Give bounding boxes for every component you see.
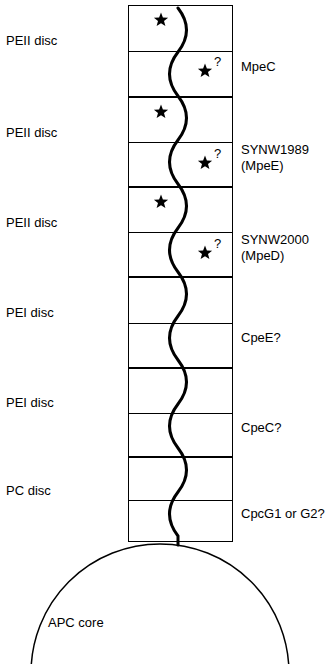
core-outline: [30, 543, 290, 664]
linker-label: CpeC?: [241, 420, 327, 436]
chromophore-star: [154, 195, 168, 209]
phycobilisome-disc: PC discCpcG1 or G2?: [128, 457, 233, 542]
disc-divider: [129, 500, 232, 501]
phycobilisome-disc: PEII discSYNW2000 (MpeD): [128, 187, 233, 277]
phycobilisome-disc: PEII discSYNW1989 (MpeE): [128, 97, 233, 187]
disc-divider: [129, 142, 232, 143]
linker-label: CpcG1 or G2?: [241, 506, 327, 522]
uncertain-mark: ?: [214, 54, 221, 70]
uncertain-mark: ?: [214, 146, 221, 162]
disc-divider: [129, 323, 232, 324]
chromophore-star: [198, 156, 212, 170]
phycobilisome-disc: PEII discMpeC: [128, 5, 233, 97]
disc-label: PEII disc: [6, 33, 57, 49]
linker-label: MpeC: [241, 59, 327, 75]
phycobilisome-disc: PEI discCpeE?: [128, 277, 233, 368]
disc-label: PEII disc: [6, 125, 57, 141]
disc-divider: [129, 232, 232, 233]
disc-divider: [129, 413, 232, 414]
apc-core: APC core: [30, 543, 290, 664]
disc-divider: [129, 51, 232, 52]
disc-label: PEI disc: [6, 395, 54, 411]
linker-label: CpeE?: [241, 330, 327, 346]
linker-label: SYNW1989 (MpeE): [241, 142, 327, 174]
chromophore-star: [154, 13, 168, 27]
core-circle: [31, 544, 289, 664]
linker-label: SYNW2000 (MpeD): [241, 232, 327, 264]
disc-label: PEII disc: [6, 215, 57, 231]
disc-label: PC disc: [6, 483, 51, 499]
chromophore-star: [154, 105, 168, 119]
chromophore-star: [198, 64, 212, 78]
uncertain-mark: ?: [214, 236, 221, 252]
disc-label: PEI disc: [6, 305, 54, 321]
chromophore-star: [198, 246, 212, 260]
phycobilisome-disc: PEI discCpeC?: [128, 368, 233, 457]
core-label: APC core: [48, 615, 104, 631]
